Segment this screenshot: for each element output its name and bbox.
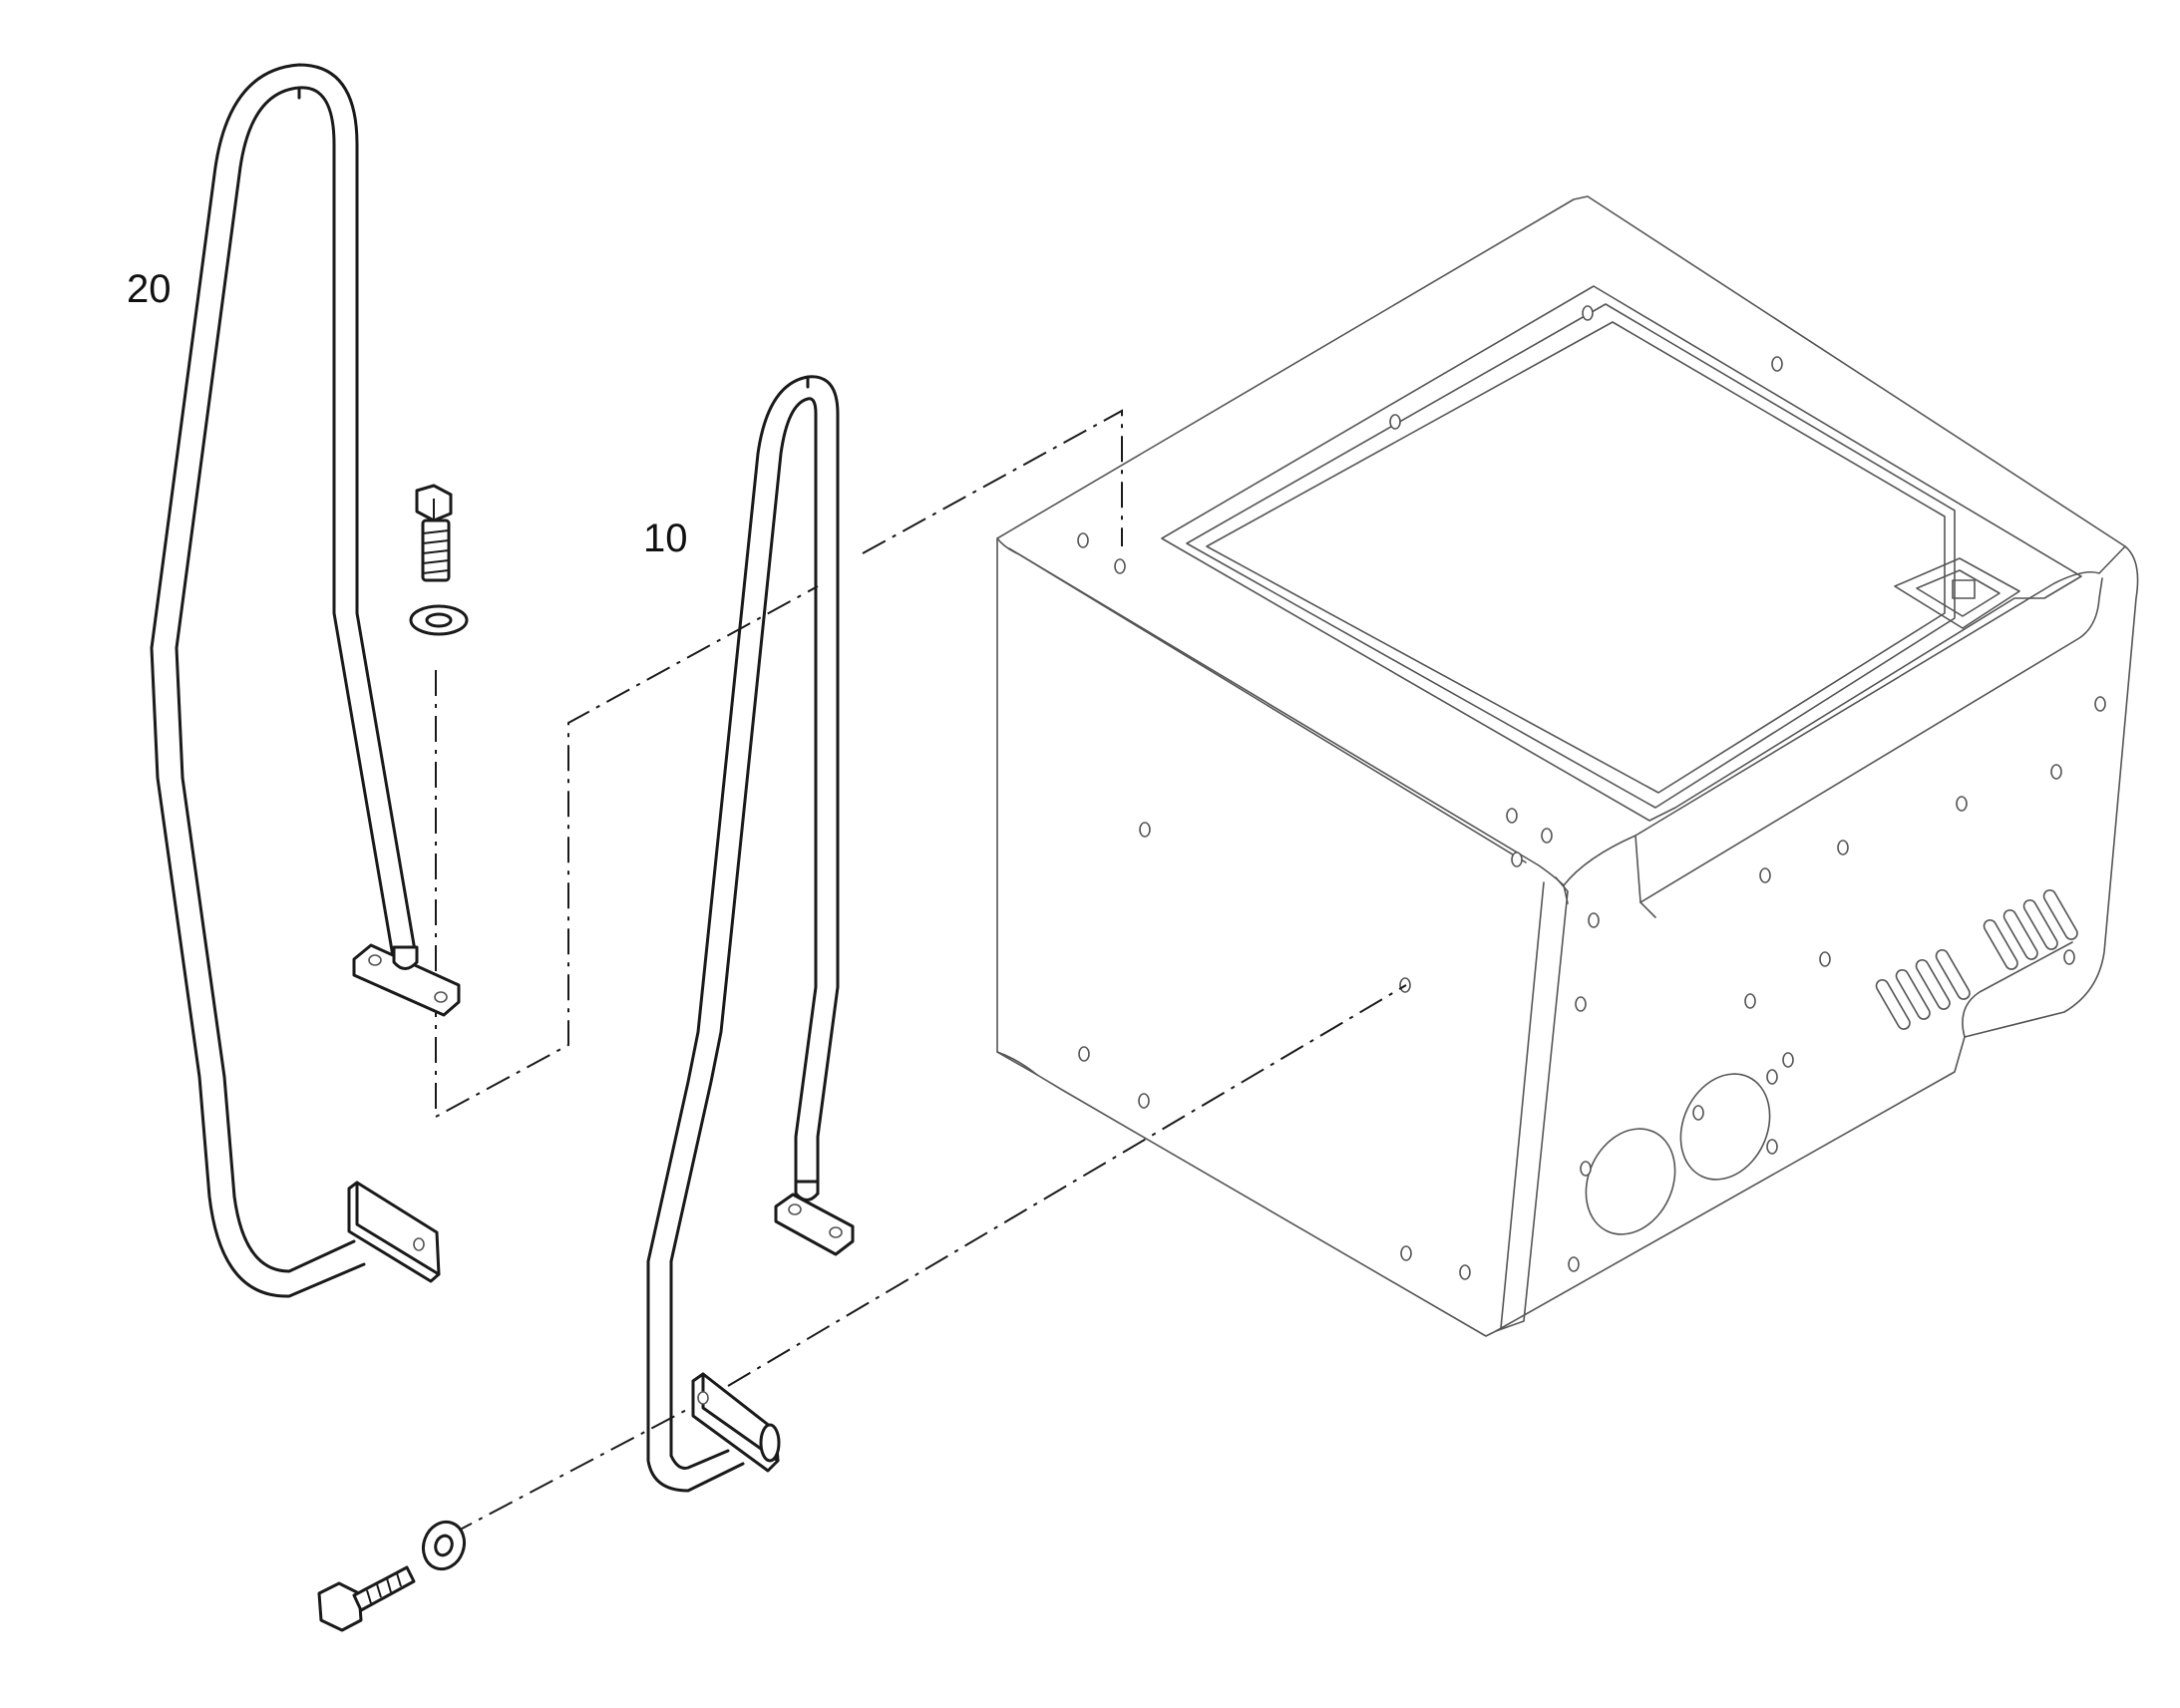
bolt-lower (317, 1565, 416, 1632)
handrail-right (646, 375, 855, 1493)
callout-20: 20 (127, 267, 172, 311)
washer-lower (421, 1520, 467, 1571)
housing-outline (996, 195, 2139, 1337)
latch-icon (1894, 557, 2020, 629)
housing-front-corner (1495, 876, 1569, 1332)
housing-holes (1077, 305, 2106, 1280)
assembly-lines (435, 409, 1407, 1537)
bolt-upper (415, 484, 453, 582)
housing-lid-inner (1186, 303, 1956, 809)
callout-10: 10 (643, 516, 688, 560)
housing-lid-outer (1161, 285, 2082, 822)
cutout-right (1679, 1073, 1771, 1181)
vent-slots (1875, 889, 2078, 1030)
washer-upper (409, 604, 469, 636)
handrail-left (150, 63, 461, 1298)
housing (996, 195, 2139, 1337)
cutout-left (1585, 1128, 1676, 1235)
